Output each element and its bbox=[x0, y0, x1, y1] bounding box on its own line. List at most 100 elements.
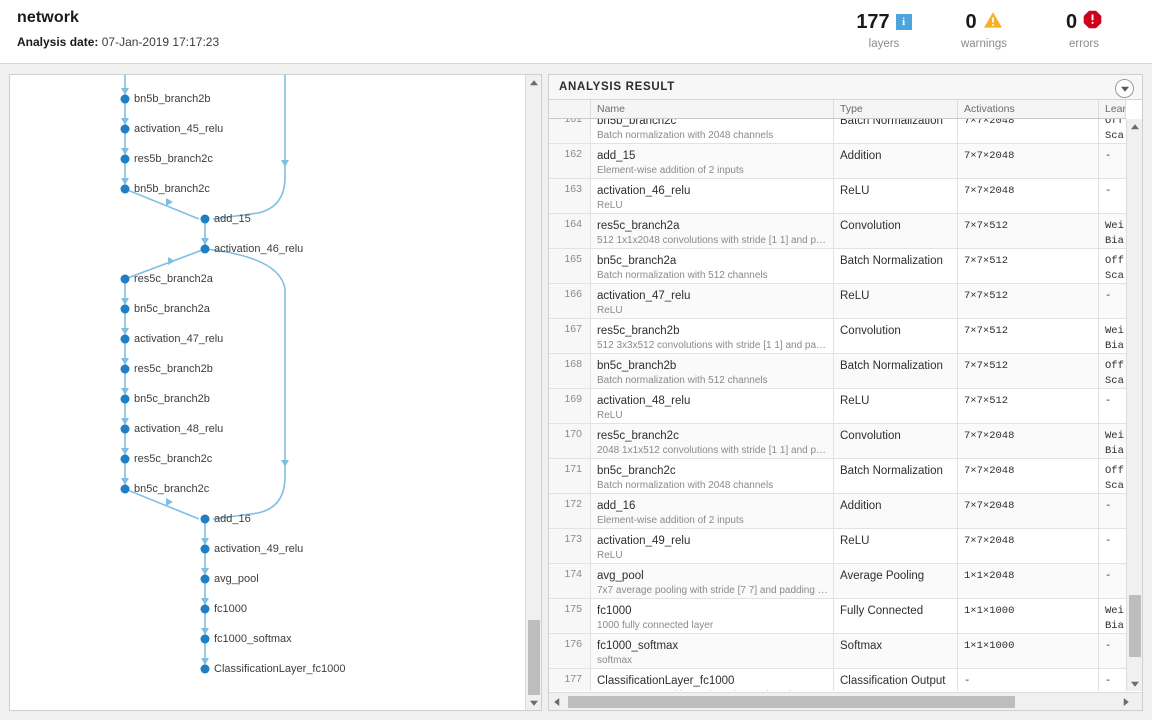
graph-node-dot[interactable] bbox=[200, 244, 210, 254]
cell-type: Classification Output bbox=[834, 669, 958, 691]
chevron-up-icon bbox=[529, 79, 538, 85]
graph-node-label[interactable]: fc1000_softmax bbox=[214, 633, 292, 645]
collapse-panel-button[interactable] bbox=[1115, 79, 1134, 98]
cell-activations: 7×7×2048 bbox=[958, 424, 1099, 458]
cell-type: Addition bbox=[834, 494, 958, 528]
table-scroll-up-button[interactable] bbox=[1127, 119, 1142, 134]
graph-node-label[interactable]: activation_47_relu bbox=[134, 333, 224, 345]
graph-node-label[interactable]: avg_pool bbox=[214, 573, 259, 585]
graph-node-label[interactable]: activation_49_relu bbox=[214, 543, 304, 555]
graph-node-dot[interactable] bbox=[120, 304, 130, 314]
graph-node-label[interactable]: bn5c_branch2b bbox=[134, 393, 210, 405]
graph-node-dot[interactable] bbox=[120, 184, 130, 194]
graph-node-dot[interactable] bbox=[200, 574, 210, 584]
chevron-left-icon bbox=[554, 697, 560, 706]
table-scroll-left-button[interactable] bbox=[549, 693, 565, 710]
graph-node-dot[interactable] bbox=[120, 274, 130, 284]
graph-node-dot[interactable] bbox=[200, 514, 210, 524]
graph-scroll-down-button[interactable] bbox=[526, 695, 541, 710]
graph-node-label[interactable]: activation_46_relu bbox=[214, 243, 304, 255]
graph-node-label[interactable]: bn5c_branch2a bbox=[134, 303, 210, 315]
graph-node-dot[interactable] bbox=[120, 364, 130, 374]
page-title: network bbox=[17, 9, 80, 26]
column-header-name[interactable]: Name bbox=[591, 100, 834, 118]
graph-node-label[interactable]: res5c_branch2a bbox=[134, 273, 213, 285]
graph-node-label[interactable]: res5c_branch2c bbox=[134, 453, 213, 465]
graph-node-label[interactable]: res5c_branch2b bbox=[134, 363, 213, 375]
stat-warnings[interactable]: 0 warnings bbox=[934, 10, 1034, 51]
graph-vertical-scrollbar[interactable] bbox=[525, 75, 541, 710]
graph-node-label[interactable]: bn5b_branch2b bbox=[134, 93, 211, 105]
graph-node-dot[interactable] bbox=[200, 544, 210, 554]
layer-name: avg_pool bbox=[597, 570, 644, 582]
cell-type: ReLU bbox=[834, 284, 958, 318]
layer-description: ReLU bbox=[597, 200, 623, 211]
stat-errors[interactable]: 0 errors bbox=[1034, 10, 1134, 51]
table-vertical-scrollbar[interactable] bbox=[1126, 119, 1142, 691]
layer-name: bn5c_branch2b bbox=[597, 360, 677, 372]
errors-count: 0 bbox=[1065, 11, 1078, 33]
graph-node-label[interactable]: activation_45_relu bbox=[134, 123, 224, 135]
layer-name: bn5c_branch2a bbox=[597, 255, 677, 267]
cell-type: ReLU bbox=[834, 179, 958, 213]
graph-node-label[interactable]: ClassificationLayer_fc1000 bbox=[214, 663, 346, 675]
graph-node-label[interactable]: bn5c_branch2c bbox=[134, 483, 210, 495]
table-hscroll-thumb[interactable] bbox=[568, 696, 1015, 708]
graph-node-dot[interactable] bbox=[120, 154, 130, 164]
table-horizontal-scrollbar[interactable] bbox=[549, 692, 1142, 710]
graph-node-label[interactable]: res5b_branch2c bbox=[134, 153, 213, 165]
network-graph-panel[interactable]: bn5b_branch2b activation_45_relu res5b_bra… bbox=[9, 74, 542, 711]
column-header-learnables[interactable]: Lear bbox=[1099, 100, 1126, 118]
graph-node-label[interactable]: bn5b_branch2c bbox=[134, 183, 210, 195]
graph-node-dot[interactable] bbox=[120, 124, 130, 134]
graph-node-dot[interactable] bbox=[120, 484, 130, 494]
column-header-activations[interactable]: Activations bbox=[958, 100, 1099, 118]
network-graph-canvas[interactable]: bn5b_branch2b activation_45_relu res5b_bra… bbox=[10, 75, 526, 710]
graph-node-dot[interactable] bbox=[120, 94, 130, 104]
graph-node-label[interactable]: fc1000 bbox=[214, 603, 248, 615]
column-header-index[interactable] bbox=[549, 100, 591, 118]
table-scroll-thumb[interactable] bbox=[1129, 595, 1141, 657]
layer-name: bn5b_branch2c bbox=[597, 119, 677, 127]
table-scroll-right-button[interactable] bbox=[1118, 693, 1134, 710]
graph-scroll-thumb[interactable] bbox=[528, 620, 540, 696]
graph-node-dot[interactable] bbox=[200, 214, 210, 224]
graph-node-dot[interactable] bbox=[120, 424, 130, 434]
graph-node-dot[interactable] bbox=[120, 454, 130, 464]
graph-node-label[interactable]: add_16 bbox=[214, 513, 251, 525]
graph-node-label[interactable]: activation_48_relu bbox=[134, 423, 224, 435]
table-scroll-down-button[interactable] bbox=[1127, 676, 1142, 691]
graph-node-label[interactable]: add_15 bbox=[214, 213, 251, 225]
graph-node-dot[interactable] bbox=[200, 664, 210, 674]
graph-node-dot[interactable] bbox=[200, 634, 210, 644]
cell-type: Addition bbox=[834, 144, 958, 178]
graph-node-dot[interactable] bbox=[120, 394, 130, 404]
stat-layers[interactable]: 177 i layers bbox=[834, 10, 934, 51]
table-row[interactable]: 177ClassificationLayer_fc1000crossentrop… bbox=[549, 669, 1126, 691]
graph-node-dot[interactable] bbox=[200, 604, 210, 614]
column-header-type[interactable]: Type bbox=[834, 100, 958, 118]
graph-scroll-up-button[interactable] bbox=[526, 75, 541, 90]
graph-node-dot[interactable] bbox=[120, 334, 130, 344]
